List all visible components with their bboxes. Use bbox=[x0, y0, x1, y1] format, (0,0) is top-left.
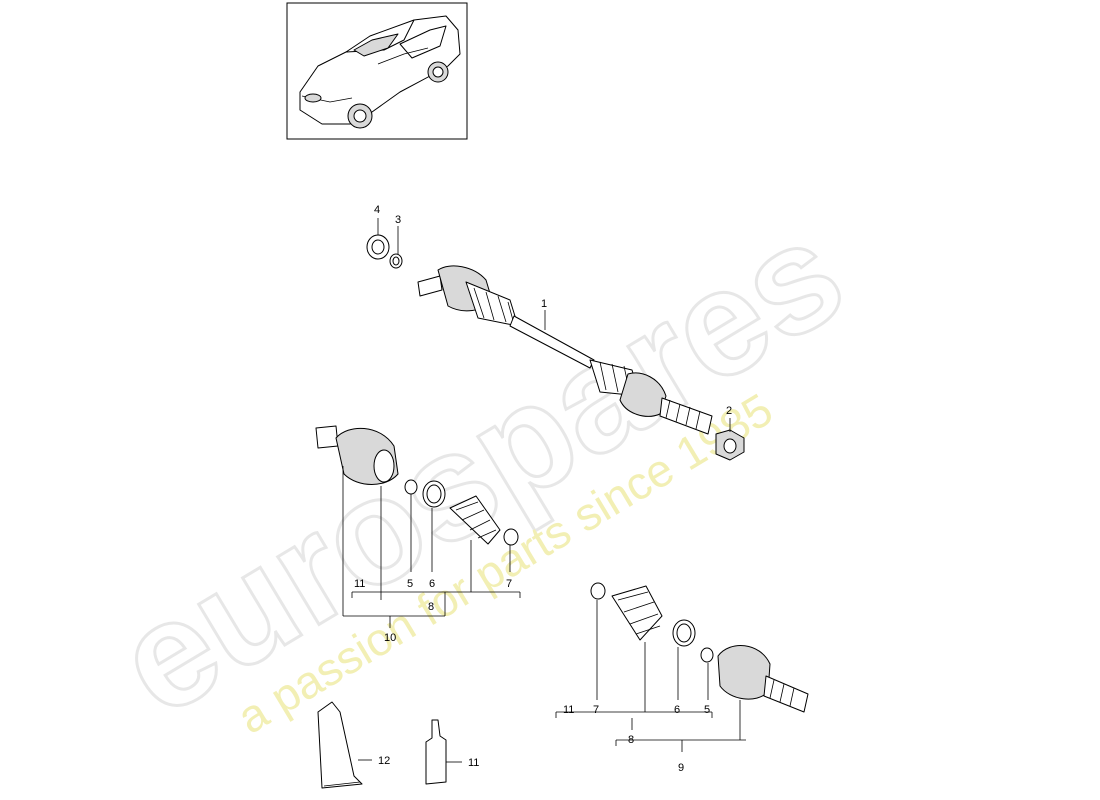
callout-4: 4 bbox=[374, 204, 380, 216]
circlip bbox=[389, 253, 403, 269]
callout-1: 1 bbox=[541, 298, 547, 310]
grease-tube bbox=[317, 701, 363, 789]
circlip-right bbox=[700, 647, 714, 663]
callout-12: 12 bbox=[378, 755, 390, 767]
outer-cv-joint bbox=[717, 645, 809, 713]
callout-10: 10 bbox=[384, 632, 396, 644]
vehicle-thumbnail bbox=[286, 2, 468, 140]
car-icon bbox=[299, 15, 461, 129]
callout-11-bottle: 11 bbox=[468, 757, 479, 769]
drive-shaft-assembly bbox=[417, 265, 713, 435]
callout-11-a: 11 bbox=[354, 578, 365, 590]
inner-cv-joint bbox=[315, 425, 399, 485]
callout-8-b: 8 bbox=[628, 734, 634, 746]
hose-clamp-right bbox=[672, 619, 696, 647]
cv-boot-right bbox=[611, 585, 663, 641]
callouts: 4 3 1 2 11 5 6 7 8 10 11 7 6 5 8 9 12 11 bbox=[354, 204, 732, 774]
callout-2: 2 bbox=[726, 405, 732, 417]
callout-6-b: 6 bbox=[674, 704, 680, 716]
callout-3: 3 bbox=[395, 214, 401, 226]
bearing-ring bbox=[366, 234, 390, 260]
circlip-left bbox=[404, 479, 418, 495]
callout-7-a: 7 bbox=[506, 578, 512, 590]
leader-lines bbox=[342, 218, 746, 763]
callout-6-a: 6 bbox=[429, 578, 435, 590]
hose-clamp-left bbox=[422, 480, 446, 508]
small-clamp-left bbox=[503, 528, 519, 546]
callout-5-a: 5 bbox=[407, 578, 413, 590]
sealant-bottle bbox=[425, 719, 447, 785]
callout-7-b: 7 bbox=[593, 704, 599, 716]
callout-11-b: 11 bbox=[563, 704, 574, 716]
callout-5-b: 5 bbox=[704, 704, 710, 716]
callout-9: 9 bbox=[678, 762, 684, 774]
small-clamp-right bbox=[590, 582, 606, 600]
callout-8-a: 8 bbox=[428, 601, 434, 613]
cv-boot-left bbox=[449, 495, 501, 545]
